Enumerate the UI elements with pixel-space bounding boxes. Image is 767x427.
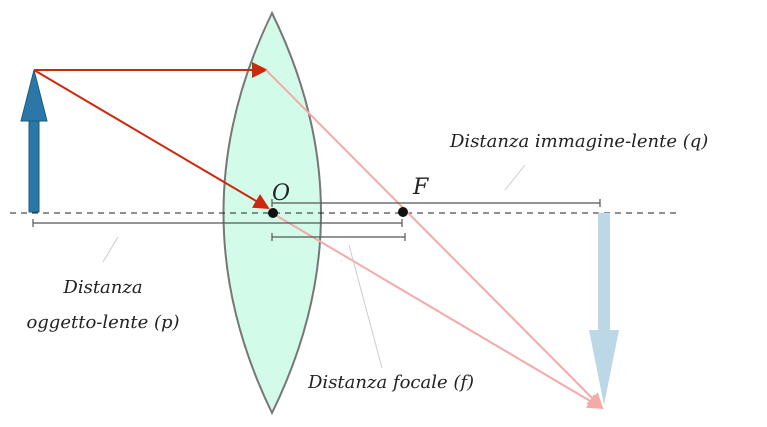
image-distance-label: Distanza immagine-lente (q) [449, 131, 708, 152]
object-distance-label-line2: oggetto-lente (p) [26, 312, 179, 333]
image-distance-bar [271, 199, 601, 207]
object-arrow [20, 69, 48, 213]
object-distance-label-line1: Distanza [62, 277, 142, 298]
refracted-ray [265, 69, 604, 410]
focal-distance-leader [348, 244, 383, 369]
central-ray [33, 69, 270, 210]
image-distance-leader [504, 164, 526, 191]
focal-point [398, 207, 408, 217]
optical-center-label: O [272, 181, 290, 206]
focal-distance-label: Distanza focale (f) [307, 372, 474, 393]
object-distance-leader [102, 236, 119, 263]
focal-point-label: F [412, 175, 429, 200]
optical-center-point [268, 208, 278, 218]
focal-distance-bar [271, 233, 406, 241]
central-ray-continued [271, 212, 604, 410]
image-arrow [589, 213, 619, 405]
object-distance-bar [32, 219, 403, 227]
